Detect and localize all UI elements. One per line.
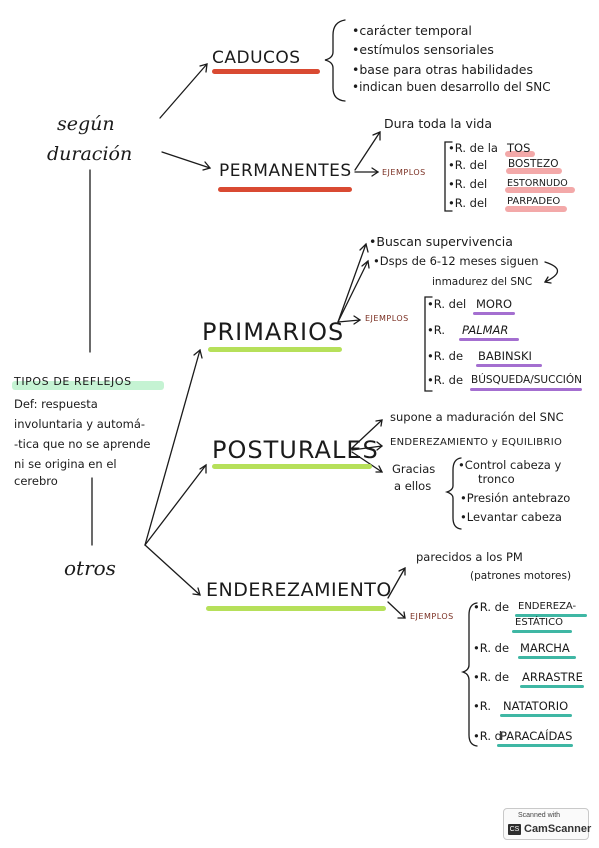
- posturales-gracias-2: a ellos: [394, 479, 432, 493]
- camscanner-logo-icon: CS: [508, 824, 521, 835]
- end-example-1-highlight: [515, 614, 587, 617]
- enderezamiento-note-1: parecidos a los PM: [416, 550, 523, 564]
- enderezamiento-heading: ENDEREZAMIENTO: [206, 579, 392, 601]
- posturales-sub-1: •Control cabeza y: [458, 458, 562, 472]
- caducos-item-1: •carácter temporal: [352, 23, 472, 38]
- prim-example-3-highlight: [476, 364, 542, 367]
- def-line-2: involuntaria y automá-: [14, 417, 146, 431]
- prim-example-3-name: BABINSKI: [478, 349, 532, 363]
- end-example-1b-highlight: [512, 630, 572, 633]
- caducos-item-3: •base para otras habilidades: [352, 62, 534, 77]
- enderezamiento-underline: [206, 606, 386, 611]
- enderezamiento-ejemplos: EJEMPLOS: [410, 612, 454, 621]
- caducos-item-4: •indican buen desarrollo del SNC: [352, 80, 551, 94]
- end-example-3-prefix: •R. de: [473, 670, 510, 684]
- camscanner-brand: CamScanner: [524, 823, 592, 835]
- camscanner-watermark: Scanned with CS CamScanner: [503, 808, 592, 840]
- prim-example-1-highlight: [473, 312, 515, 315]
- perm-example-3-highlight: [505, 187, 575, 193]
- prim-example-1-prefix: •R. del: [427, 297, 467, 311]
- end-example-5-highlight: [497, 744, 573, 747]
- segun-label: según: [57, 113, 115, 135]
- primarios-note-2: •Dsps de 6-12 meses siguen: [373, 254, 539, 268]
- permanentes-heading: PERMANENTES: [219, 161, 352, 181]
- end-example-2-name: MARCHA: [520, 641, 570, 655]
- perm-example-4-name: PARPADEO: [507, 196, 561, 207]
- title-tipos-de-reflejos: TIPOS DE REFLEJOS: [14, 375, 132, 388]
- perm-example-3-prefix: •R. del: [448, 177, 488, 191]
- end-example-4-prefix: •R.: [473, 699, 492, 713]
- otros-label: otros: [64, 556, 116, 580]
- posturales-gracias-1: Gracias: [392, 462, 436, 476]
- posturales-sub-2: •Presión antebrazo: [460, 491, 571, 505]
- primarios-ejemplos: EJEMPLOS: [365, 314, 409, 323]
- perm-example-1-prefix: •R. de la: [448, 141, 498, 155]
- permanentes-underline: [218, 187, 352, 192]
- perm-example-1-highlight: [505, 151, 535, 157]
- end-example-1-name2: ESTÁTICO: [515, 617, 563, 628]
- caducos-heading: CADUCOS: [212, 48, 301, 68]
- prim-example-4-highlight: [470, 388, 582, 391]
- perm-example-4-prefix: •R. del: [448, 196, 488, 210]
- enderezamiento-note-2: (patrones motores): [470, 570, 572, 582]
- end-example-3-highlight: [520, 685, 584, 688]
- primarios-note-1: •Buscan supervivencia: [369, 234, 513, 249]
- permanentes-ejemplos: EJEMPLOS: [382, 168, 426, 177]
- end-example-1-name: ENDEREZA-: [518, 601, 577, 612]
- end-example-3-name: ARRASTRE: [522, 670, 583, 684]
- duracion-label: duración: [47, 143, 133, 165]
- scanned-with-text: Scanned with: [518, 812, 561, 819]
- caducos-item-2: •estímulos sensoriales: [352, 42, 494, 57]
- prim-example-2-name: PALMAR: [462, 323, 509, 337]
- prim-example-2-highlight: [459, 338, 519, 341]
- permanentes-dura: Dura toda la vida: [384, 116, 493, 131]
- end-example-4-highlight: [500, 714, 572, 717]
- prim-example-1-name: MORO: [476, 297, 513, 311]
- def-line-3: -tica que no se aprende: [14, 437, 151, 451]
- end-example-5-name: PARACAÍDAS: [500, 729, 573, 743]
- posturales-item-1: supone a maduración del SNC: [390, 410, 564, 424]
- perm-example-2-name: BOSTEZO: [508, 158, 559, 170]
- prim-example-3-prefix: •R. de: [427, 349, 464, 363]
- prim-example-4-name: BÚSQUEDA/SUCCIÓN: [471, 374, 582, 386]
- perm-example-2-prefix: •R. del: [448, 158, 488, 172]
- posturales-sub-3: •Levantar cabeza: [460, 510, 562, 524]
- posturales-item-2: ENDEREZAMIENTO y EQUILIBRIO: [390, 437, 563, 448]
- posturales-sub-1b: tronco: [478, 472, 515, 486]
- def-line-4: ni se origina en el: [14, 457, 117, 471]
- def-line-1: Def: respuesta: [14, 397, 98, 411]
- perm-example-3-name: ESTORNUDO: [507, 178, 568, 189]
- primarios-note-3: inmadurez del SNC: [432, 276, 533, 288]
- posturales-underline: [212, 464, 372, 469]
- perm-example-1-name: TOS: [507, 141, 531, 155]
- perm-example-2-highlight: [506, 168, 562, 174]
- caducos-underline: [212, 69, 320, 74]
- title-highlight: [12, 381, 164, 390]
- end-example-5-prefix: •R. d: [473, 729, 502, 743]
- perm-example-4-highlight: [505, 206, 567, 212]
- posturales-heading: POSTURALES: [212, 436, 379, 464]
- end-example-4-name: NATATORIO: [503, 699, 569, 713]
- primarios-heading: PRIMARIOS: [202, 318, 345, 346]
- def-line-5: cerebro: [14, 474, 58, 488]
- primarios-underline: [208, 347, 342, 352]
- end-example-2-prefix: •R. de: [473, 641, 510, 655]
- end-example-2-highlight: [518, 656, 576, 659]
- end-example-1-prefix: •R. de: [473, 600, 510, 614]
- prim-example-2-prefix: •R.: [427, 323, 446, 337]
- prim-example-4-prefix: •R. de: [427, 373, 464, 387]
